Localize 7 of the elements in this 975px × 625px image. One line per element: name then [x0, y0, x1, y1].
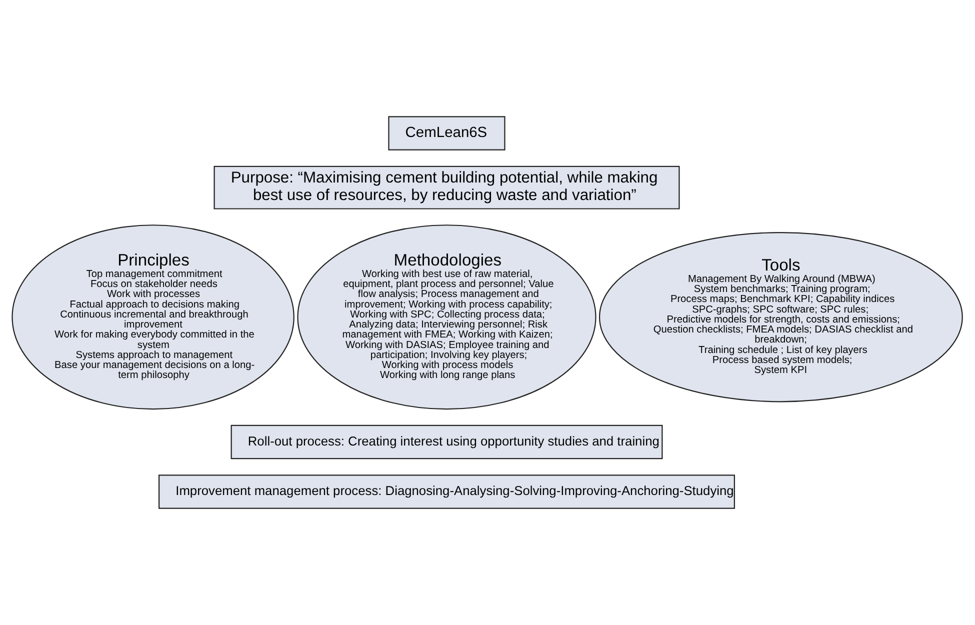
node-box: Improvement management process: Diagnosing-Analysing-Solving-Improving-Anchoring-Studying: [158, 474, 735, 509]
node-box: Purpose: “Maximising cement building potential, while making best use of resources, by reducing waste and variation”: [214, 166, 680, 210]
node-ellipse: Principles Top management commitment Focus on stakeholder needs Work with processes Factual approach to decisions making Continuous incremental and breakthrough improvement Work for making everybody committed in the system Systems approach to management Base your management decisions on a long-term philosophy: [12, 224, 294, 410]
node-ellipse: Tools Management By Walking Around (MBWA) System benchmarks; Training program; Process maps; Benchmark KPI; Capability indices SPC-graphs; SPC software; SPC rules; Predictive models for strength, costs and emissions; Question checklists; FMEA models; DASIAS checklist and breakdown; Training schedule ; List of key players Process based system models; System KPI: [598, 232, 963, 402]
node-ellipse: Methodologies Working with best use of raw material, equipment, plant process and personnel; Value flow analysis; Process management and improvement; Working with process capability; Working with SPC; Collecting process data; Analyzing data; Interviewing personnel; Risk management with FMEA; Working with Kaizen; Working with DASIAS; Employee training and participation; Involving key players; Working with process models Working with long range plans: [297, 224, 596, 410]
node-box: Roll-out process: Creating interest using opportunity studies and training: [230, 424, 663, 460]
node-box: CemLean6S: [388, 116, 506, 150]
